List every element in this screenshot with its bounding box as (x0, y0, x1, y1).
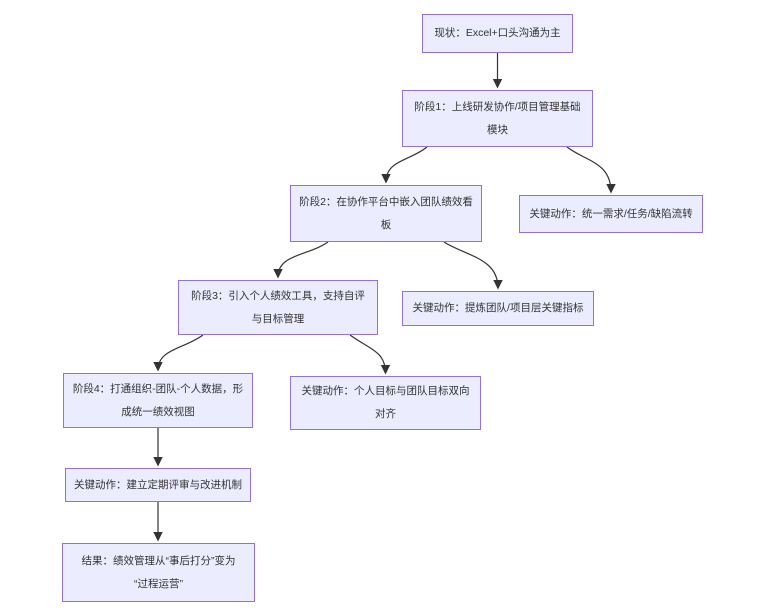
node-phase-4: 阶段4：打通组织-团队-个人数据，形 成统一绩效视图 (63, 373, 253, 428)
node-text-line: 对齐 (375, 408, 396, 420)
node-text-line: 模块 (487, 123, 508, 136)
node-phase-1: 阶段1：上线研发协作/项目管理基础 模块 (402, 90, 593, 147)
edge-phase-3-to-phase-4 (153, 334, 204, 372)
node-text-line: 关键动作：个人目标与团队目标双向 (301, 385, 470, 397)
node-phase-2: 阶段2：在协作平台中嵌入团队绩效看 板 (290, 185, 482, 242)
node-phase-3: 阶段3：引入个人绩效工具，支持自评 与目标管理 (178, 280, 378, 335)
node-result: 结果：绩效管理从“事后打分”变为 “过程运营” (62, 543, 255, 602)
node-current-state: 现状：Excel+口头沟通为主 (422, 14, 573, 53)
node-text-line: 关键动作：建立定期评审与改进机制 (74, 478, 242, 491)
node-text-line: 成统一绩效视图 (121, 405, 195, 418)
node-text-line: 阶段1：上线研发协作/项目管理基础 (414, 100, 581, 113)
edge-phase-3-to-action-align (349, 334, 391, 375)
node-text-line: 阶段3：引入个人绩效工具，支持自评 (191, 289, 365, 302)
node-text-line: 关键动作：提炼团队/项目层关键指标 (412, 302, 584, 314)
node-text-line: 现状：Excel+口头沟通为主 (434, 27, 561, 39)
edge-phase-1-to-action-unify (566, 146, 616, 194)
node-action-review: 关键动作：建立定期评审与改进机制 (65, 468, 251, 502)
node-text-line: 结果：绩效管理从“事后打分”变为 (81, 554, 236, 567)
node-text-line: 阶段2：在协作平台中嵌入团队绩效看 (299, 195, 473, 208)
edge-phase-2-to-action-metrics (443, 241, 503, 290)
node-action-goal-align: 关键动作：个人目标与团队目标双向 对齐 (290, 376, 481, 430)
node-text-line: 关键动作：统一需求/任务/缺陷流转 (529, 207, 693, 220)
edge-phase-2-to-phase-3 (273, 241, 329, 279)
node-text-line: 与目标管理 (251, 312, 305, 325)
node-text-line: 阶段4：打通组织-团队-个人数据，形 (72, 382, 244, 395)
node-action-team-metrics: 关键动作：提炼团队/项目层关键指标 (402, 291, 594, 326)
node-text-line: “过程运营” (134, 577, 183, 590)
node-text-line: 板 (380, 218, 392, 231)
node-action-unify-flow: 关键动作：统一需求/任务/缺陷流转 (519, 195, 703, 233)
edge-phase-1-to-phase-2 (381, 146, 428, 184)
